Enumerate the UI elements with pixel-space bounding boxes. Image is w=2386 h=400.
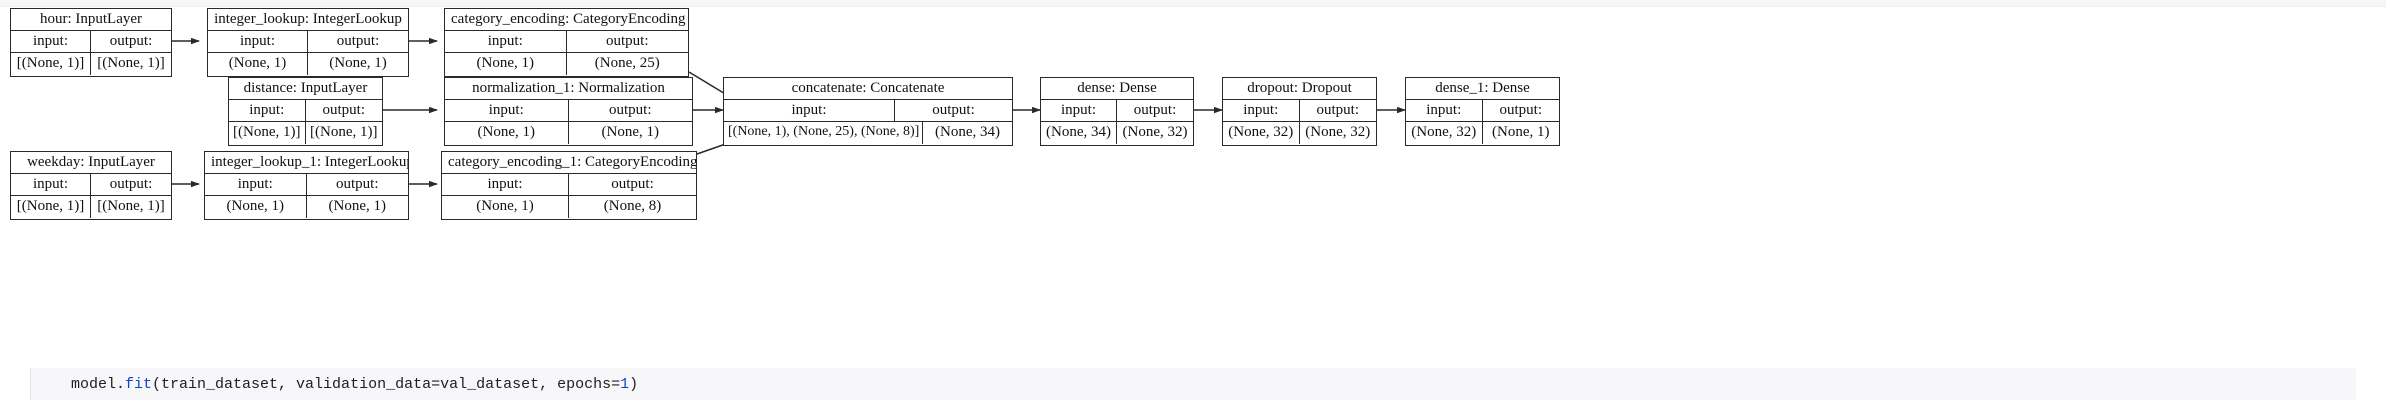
- node-output-label: output:: [611, 176, 654, 192]
- model-architecture-diagram: hour: InputLayer input: output: [(None, …: [10, 8, 1560, 220]
- node-input-label: input:: [11, 174, 91, 195]
- node-output-shape: (None, 1): [329, 55, 387, 71]
- node-input-label: input:: [1223, 100, 1300, 121]
- node-input-shape: (None, 32): [1406, 122, 1483, 144]
- node-normalization-1[interactable]: normalization_1: Normalization input: ou…: [444, 77, 693, 146]
- node-output-shape: (None, 1): [1492, 124, 1550, 140]
- node-input-label: input:: [11, 31, 91, 52]
- node-title: category_encoding_1: CategoryEncoding: [442, 152, 696, 174]
- node-output-label: output:: [1133, 102, 1177, 118]
- node-input-shape: (None, 34): [1041, 122, 1117, 144]
- node-input-shape: [(None, 1)]: [11, 53, 91, 75]
- node-input-label: input:: [445, 100, 569, 121]
- node-input-shape: (None, 1): [205, 196, 307, 218]
- node-title: integer_lookup_1: IntegerLookup: [205, 152, 408, 174]
- node-input-label: input:: [724, 100, 895, 121]
- node-title: integer_lookup: IntegerLookup: [208, 9, 408, 31]
- node-title: dense_1: Dense: [1406, 78, 1559, 100]
- node-title: dense: Dense: [1041, 78, 1193, 100]
- node-category-encoding-1[interactable]: category_encoding_1: CategoryEncoding in…: [441, 151, 697, 220]
- node-input-shape: [(None, 1)]: [11, 196, 91, 218]
- node-distance[interactable]: distance: InputLayer input: output: [(No…: [228, 77, 383, 146]
- node-output-shape: (None, 1): [601, 124, 659, 140]
- node-dropout[interactable]: dropout: Dropout input: output: (None, 3…: [1222, 77, 1377, 146]
- node-title: distance: InputLayer: [229, 78, 382, 100]
- node-input-shape: (None, 1): [442, 196, 569, 218]
- node-output-label: output:: [1499, 102, 1542, 118]
- node-input-shape: [(None, 1)]: [229, 122, 306, 144]
- window-top-strip: [0, 0, 2386, 7]
- node-integer-lookup-1[interactable]: integer_lookup_1: IntegerLookup input: o…: [204, 151, 409, 220]
- node-output-label: output:: [335, 176, 379, 192]
- node-output-label: output:: [322, 102, 365, 118]
- node-output-shape: (None, 1): [328, 198, 386, 214]
- node-input-label: input:: [442, 174, 569, 195]
- node-output-label: output:: [336, 33, 380, 49]
- node-input-label: input:: [1041, 100, 1117, 121]
- node-hour[interactable]: hour: InputLayer input: output: [(None, …: [10, 8, 172, 77]
- node-title: weekday: InputLayer: [11, 152, 171, 174]
- node-input-shape: [(None, 1), (None, 25), (None, 8)]: [724, 122, 923, 144]
- node-input-shape: (None, 1): [208, 53, 308, 75]
- node-title: dropout: Dropout: [1223, 78, 1376, 100]
- code-cell[interactable]: model.fit(train_dataset, validation_data…: [30, 368, 2356, 400]
- code-arguments: (train_dataset, validation_data=val_data…: [152, 375, 621, 393]
- node-input-shape: (None, 1): [445, 122, 569, 144]
- node-output-shape: (None, 34): [935, 124, 1000, 140]
- node-output-shape: [(None, 1)]: [97, 55, 165, 71]
- node-input-shape: (None, 1): [445, 53, 567, 75]
- node-input-label: input:: [205, 174, 307, 195]
- code-epochs-value: 1: [620, 375, 630, 393]
- node-title: hour: InputLayer: [11, 9, 171, 31]
- code-object-prefix: model.: [71, 375, 126, 393]
- node-output-label: output:: [109, 33, 153, 49]
- node-dense-1[interactable]: dense_1: Dense input: output: (None, 32)…: [1405, 77, 1560, 146]
- node-output-shape: (None, 8): [603, 198, 662, 214]
- node-input-shape: (None, 32): [1223, 122, 1300, 144]
- node-output-shape: [(None, 1)]: [97, 198, 165, 214]
- node-input-label: input:: [1406, 100, 1483, 121]
- node-dense[interactable]: dense: Dense input: output: (None, 34) (…: [1040, 77, 1194, 146]
- node-integer-lookup[interactable]: integer_lookup: IntegerLookup input: out…: [207, 8, 409, 77]
- node-output-label: output:: [1316, 102, 1359, 118]
- node-title: concatenate: Concatenate: [724, 78, 1012, 100]
- node-category-encoding[interactable]: category_encoding: CategoryEncoding inpu…: [444, 8, 689, 77]
- node-output-label: output:: [109, 176, 153, 192]
- node-output-label: output:: [605, 33, 649, 49]
- node-output-shape: [(None, 1)]: [310, 124, 378, 140]
- node-output-shape: (None, 32): [1122, 124, 1188, 140]
- node-input-label: input:: [229, 100, 306, 121]
- node-output-label: output:: [608, 102, 652, 118]
- node-title: category_encoding: CategoryEncoding: [445, 9, 688, 31]
- node-output-shape: (None, 32): [1305, 124, 1371, 140]
- code-closing-paren: ): [629, 375, 639, 393]
- node-title: normalization_1: Normalization: [445, 78, 692, 100]
- node-concatenate[interactable]: concatenate: Concatenate input: output: …: [723, 77, 1013, 146]
- node-input-label: input:: [208, 31, 308, 52]
- node-output-shape: (None, 25): [594, 55, 660, 71]
- node-weekday[interactable]: weekday: InputLayer input: output: [(Non…: [10, 151, 172, 220]
- node-input-label: input:: [445, 31, 567, 52]
- code-function-name: fit: [125, 375, 153, 393]
- node-output-label: output:: [932, 102, 975, 118]
